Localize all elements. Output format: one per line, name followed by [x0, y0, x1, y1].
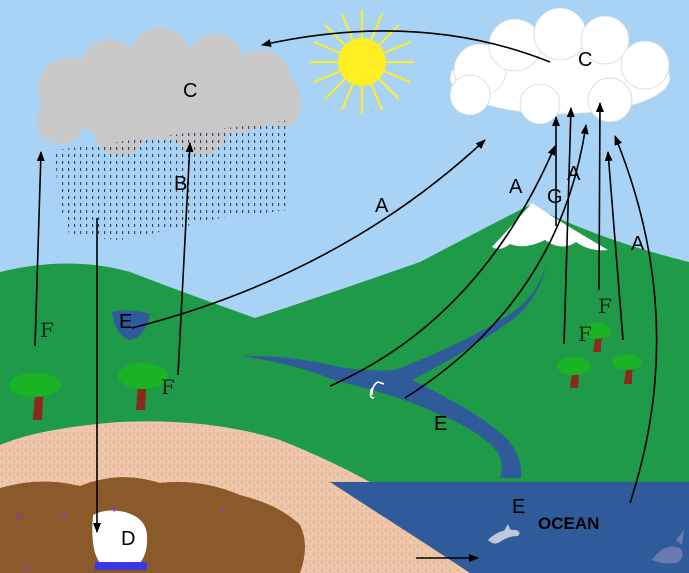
- label-lake: E: [119, 311, 132, 333]
- svg-text:+: +: [22, 562, 30, 573]
- label-evap-lake: A: [375, 195, 389, 217]
- label-cloud-right: C: [578, 49, 592, 71]
- svg-text:+: +: [14, 512, 22, 523]
- label-ocean-water: E: [512, 496, 525, 518]
- label-cloud-left: C: [183, 80, 197, 102]
- svg-text:+: +: [60, 510, 68, 521]
- arrow-transp-tree-2: [599, 103, 600, 290]
- label-snowmelt: G: [547, 186, 563, 208]
- label-evap-mtn: A: [567, 163, 581, 185]
- groundwater-water: [95, 562, 147, 570]
- sun-icon: [310, 10, 414, 114]
- label-rain: B: [174, 173, 187, 195]
- label-transp-left: F: [161, 375, 175, 399]
- label-groundwater: D: [121, 528, 135, 550]
- label-evap-ocean: A: [631, 233, 645, 255]
- label-transp-right-top: F: [598, 294, 612, 318]
- label-evap-river: A: [509, 176, 523, 198]
- svg-text:+: +: [218, 506, 226, 517]
- label-river: E: [434, 413, 447, 435]
- label-transp-right: F: [578, 322, 592, 346]
- label-transp-far-left: F: [40, 318, 54, 342]
- label-ocean-name: OCEAN: [538, 514, 599, 533]
- svg-text:+: +: [110, 504, 118, 515]
